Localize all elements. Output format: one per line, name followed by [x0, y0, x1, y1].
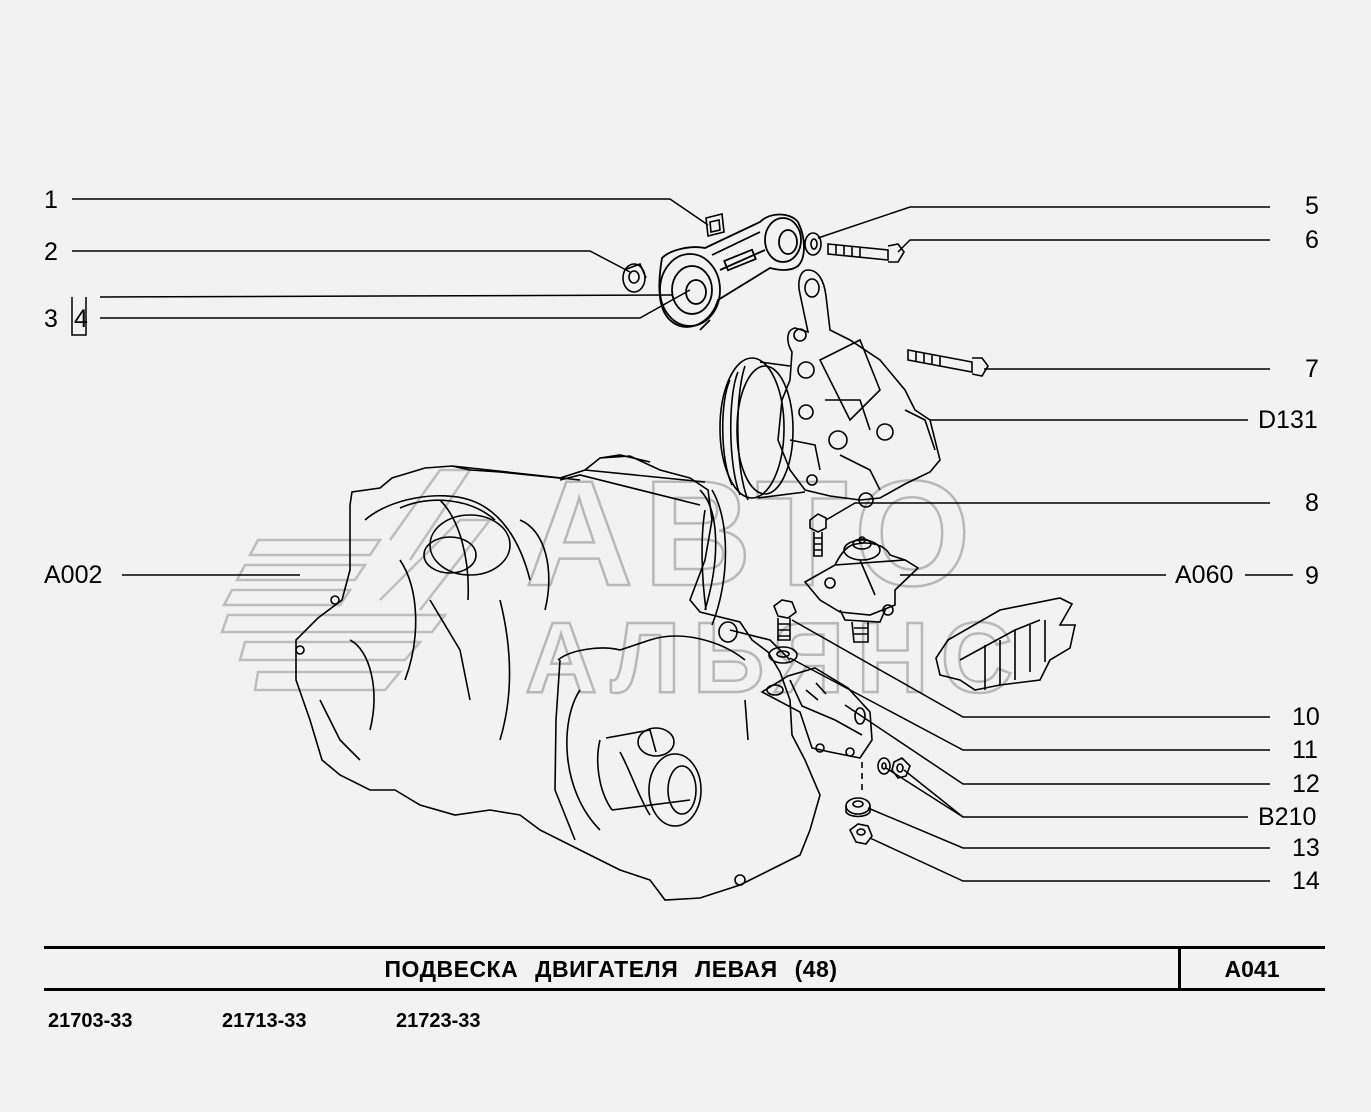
callout-13: 13 [1292, 834, 1320, 862]
washer-icon [804, 232, 822, 256]
callout-4: 4 [74, 305, 88, 333]
callout-14: 14 [1292, 867, 1320, 895]
callout-a002: A002 [44, 561, 103, 589]
leader-2 [72, 250, 631, 273]
callout-9: 9 [1305, 562, 1319, 590]
leader-11 [789, 657, 1270, 751]
leader-b210b [903, 769, 964, 818]
callout-10: 10 [1292, 703, 1320, 731]
nut-icon [622, 262, 647, 293]
support-bracket-illustration [760, 667, 873, 792]
watermark-emblem-icon [220, 468, 493, 692]
mount-bolt-icon [773, 599, 797, 641]
model-code-3: 21723-33 [396, 1010, 481, 1032]
title-bottom-rule [44, 988, 1325, 991]
leader-10 [791, 619, 1270, 718]
leader-14 [869, 837, 1270, 882]
leader-6 [897, 239, 1270, 253]
leader-4 [100, 289, 691, 319]
callout-12: 12 [1292, 770, 1320, 798]
b210-nuts-icon [877, 757, 911, 779]
callout-leaders [71, 198, 1293, 882]
callout-d131: D131 [1258, 406, 1318, 434]
title-divider [1178, 946, 1181, 991]
model-code-1: 21703-33 [48, 1010, 133, 1032]
heat-shield-illustration [935, 597, 1076, 691]
callout-5: 5 [1305, 192, 1319, 220]
clip-nut-icon [705, 213, 725, 237]
bracket-pulley-illustration [719, 269, 941, 508]
leader-8 [825, 502, 1270, 521]
model-code-2: 21713-33 [222, 1010, 307, 1032]
callout-3: 3 [44, 305, 58, 333]
callout-8: 8 [1305, 489, 1319, 517]
leader-3 [99, 294, 673, 298]
leader-5 [817, 206, 1270, 239]
lower-washer-icon [845, 797, 871, 818]
gearbox-illustration [295, 454, 821, 901]
leader-3-bracket [71, 297, 87, 336]
leader-12 [844, 704, 1270, 785]
spring-washer-icon [768, 646, 798, 664]
torque-rod-illustration [658, 213, 805, 331]
leader-13 [867, 807, 1270, 849]
diagram-code: A041 [1224, 956, 1280, 982]
callout-11: 11 [1292, 736, 1318, 764]
watermark-text-line1: АВТО [525, 449, 981, 617]
callout-b210: B210 [1258, 803, 1317, 831]
lower-nut-icon [848, 823, 873, 845]
callout-1: 1 [44, 186, 58, 214]
callout-7: 7 [1305, 355, 1319, 383]
title-top-rule [44, 946, 1325, 949]
bolt-icon [827, 243, 905, 263]
bolt-long-icon [907, 349, 989, 377]
small-bolt-icon [809, 513, 827, 557]
leader-1 [72, 198, 709, 226]
leader-b210 [885, 767, 1248, 818]
callout-a060: A060 [1175, 561, 1234, 589]
callout-2: 2 [44, 238, 58, 266]
watermark-text-line2: АЛЬЯНС [525, 602, 1025, 714]
callout-6: 6 [1305, 226, 1319, 254]
page-title: ПОДВЕСКА ДВИГАТЕЛЯ ЛЕВАЯ (48) [384, 956, 838, 982]
engine-mount-illustration [803, 536, 920, 643]
